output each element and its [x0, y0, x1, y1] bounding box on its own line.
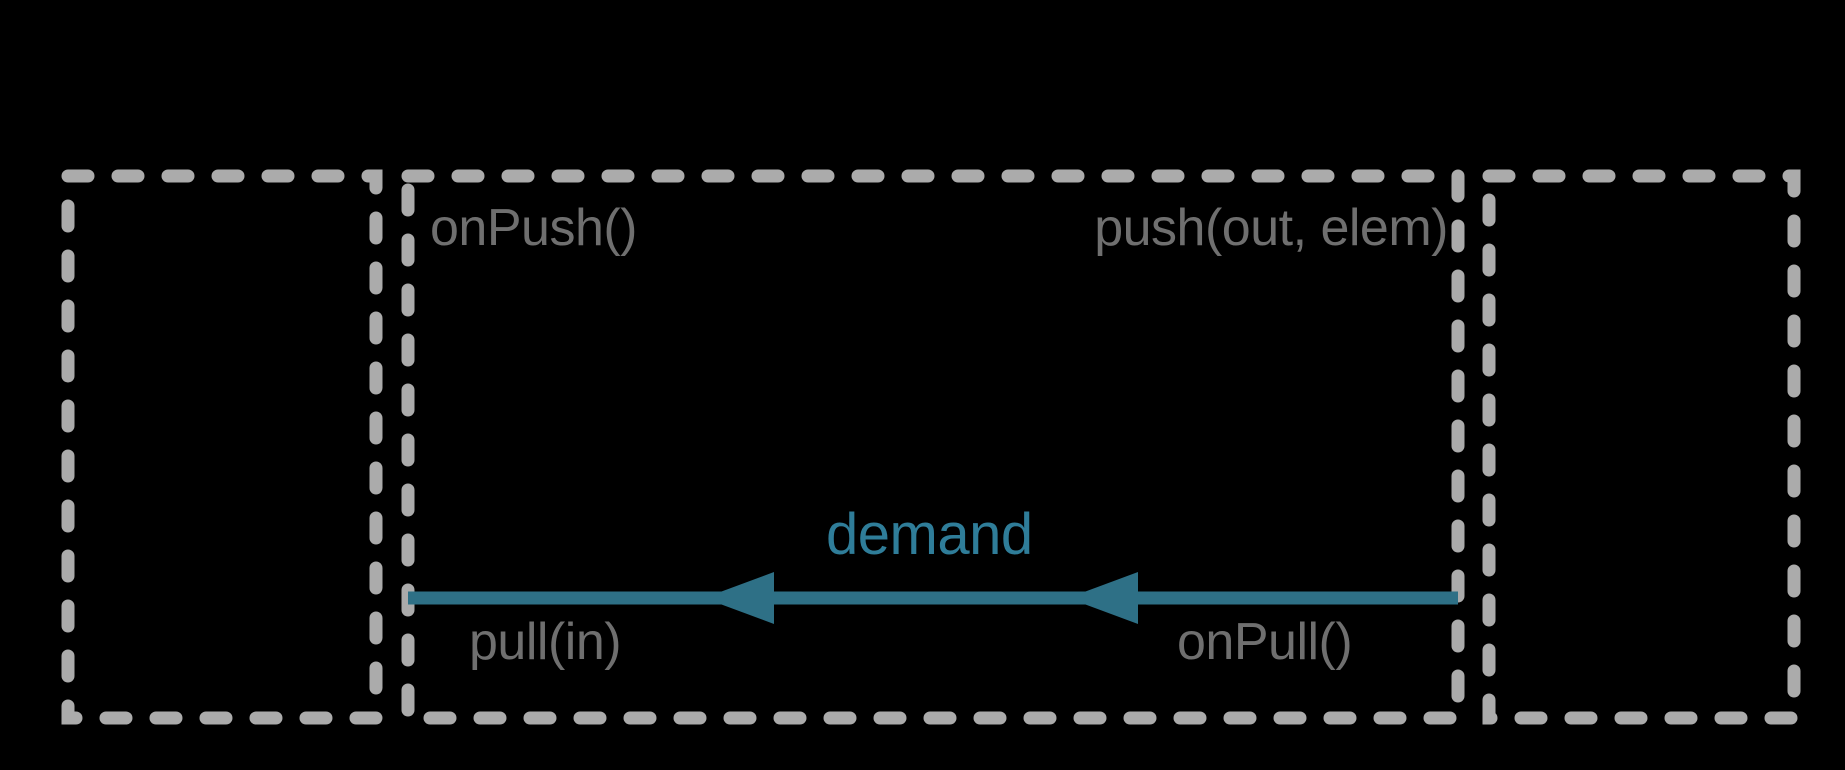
- pull-in-label: pull(in): [469, 613, 622, 671]
- upstream-stage-box: [61, 169, 383, 725]
- demand-label: demand: [826, 502, 1033, 567]
- demand-arrowhead-left-icon: [704, 572, 774, 624]
- push-out-elem-label: push(out, elem): [1094, 199, 1448, 257]
- on-pull-label: onPull(): [1177, 613, 1353, 671]
- current-stage-box: [401, 169, 1465, 725]
- on-push-label: onPush(): [430, 199, 638, 257]
- demand-arrowhead-middle-icon: [1068, 572, 1138, 624]
- downstream-stage-box: [1482, 169, 1801, 725]
